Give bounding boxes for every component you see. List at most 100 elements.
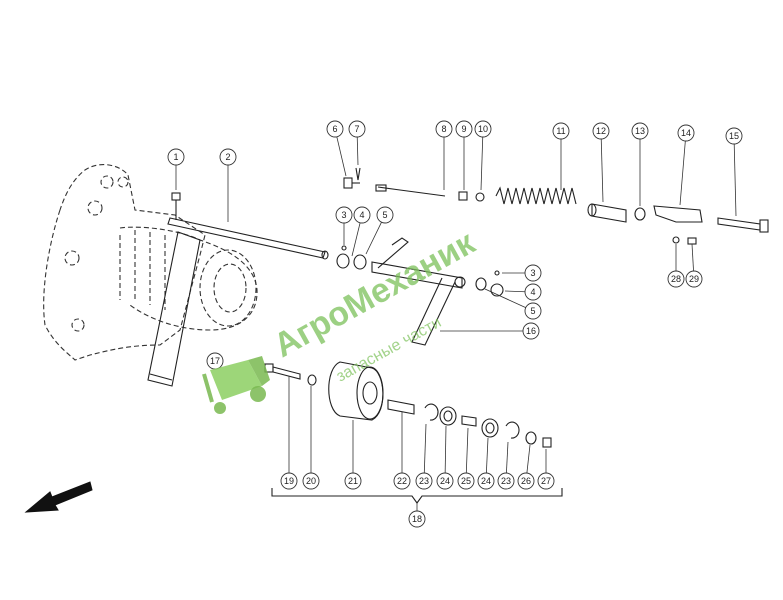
callout-circle	[167, 148, 185, 166]
bolt-1	[171, 192, 181, 220]
callout-number: 5	[382, 210, 387, 220]
callout-23: 23	[415, 423, 433, 490]
callout-circle	[477, 472, 495, 490]
leader-line	[485, 437, 489, 474]
callout-circle	[376, 206, 394, 224]
callout-number: 1	[173, 152, 178, 162]
callout-6: 6	[326, 120, 347, 177]
callout-circle	[524, 283, 542, 301]
callout-number: 11	[556, 126, 565, 136]
callout-circle	[524, 264, 542, 282]
callout-circle	[537, 472, 555, 490]
shaft-2	[167, 217, 329, 260]
callout-16: 16	[440, 322, 540, 340]
callout-circle	[408, 510, 426, 528]
leader-line	[504, 290, 526, 293]
leader-line	[351, 222, 361, 257]
callout-18: 18	[408, 503, 426, 528]
callout-circle	[522, 322, 540, 340]
callout-number: 29	[689, 274, 699, 284]
callout-5: 5	[365, 206, 394, 255]
callout-circle	[552, 122, 570, 140]
leader-line	[506, 441, 509, 474]
callout-number: 4	[530, 287, 535, 297]
callout-circle	[497, 472, 515, 490]
callout-number: 27	[541, 476, 551, 486]
leader-line	[679, 140, 686, 206]
leader-line	[465, 427, 469, 474]
callout-number: 14	[681, 128, 691, 138]
leader-line	[600, 138, 604, 203]
callout-circle	[631, 122, 649, 140]
callout-circle	[592, 122, 610, 140]
callout-circle	[348, 120, 366, 138]
callout-number: 18	[412, 514, 422, 524]
callout-number: 3	[341, 210, 346, 220]
callout-number: 9	[461, 124, 466, 134]
belt	[147, 231, 201, 387]
housing-outline	[43, 164, 258, 361]
callout-4: 4	[504, 283, 542, 301]
leader-line	[423, 423, 427, 474]
direction-arrow	[24, 481, 93, 513]
callout-10: 10	[474, 120, 492, 191]
group-18-bracket	[271, 488, 563, 504]
leader-line	[444, 425, 447, 474]
callout-circle	[455, 120, 473, 138]
callout-15: 15	[725, 127, 743, 217]
callout-circle	[667, 270, 685, 288]
callout-14: 14	[677, 124, 695, 206]
callout-number: 5	[530, 306, 535, 316]
callout-22: 22	[393, 412, 411, 490]
washers-upper	[336, 245, 367, 270]
leader-line	[336, 136, 347, 177]
leader-line	[691, 243, 694, 272]
callout-8: 8	[435, 120, 453, 190]
callout-24: 24	[477, 437, 495, 490]
callout-21: 21	[344, 420, 362, 490]
callout-circle	[436, 472, 454, 490]
callout-number: 19	[284, 476, 294, 486]
callout-26: 26	[517, 444, 535, 490]
callout-circle	[335, 206, 353, 224]
leader-line	[733, 143, 737, 217]
leader-line	[484, 288, 526, 309]
callout-number: 4	[359, 210, 364, 220]
washers-right	[475, 270, 504, 297]
callout-28: 28	[667, 244, 685, 288]
callout-circle	[219, 148, 237, 166]
callout-circle	[457, 472, 475, 490]
callout-24: 24	[436, 425, 454, 490]
callout-5: 5	[484, 288, 542, 320]
callout-20: 20	[302, 386, 320, 490]
callout-number: 23	[419, 476, 429, 486]
callout-circle	[474, 120, 492, 138]
callout-4: 4	[351, 206, 371, 257]
callout-number: 22	[397, 476, 407, 486]
callout-number: 2	[225, 152, 230, 162]
callout-27: 27	[537, 449, 555, 490]
callout-number: 20	[306, 476, 316, 486]
callout-number: 26	[521, 476, 531, 486]
callout-number: 8	[441, 124, 446, 134]
callout-circle	[517, 472, 535, 490]
callout-number: 16	[526, 326, 536, 336]
callout-number: 23	[501, 476, 511, 486]
callout-3: 3	[335, 206, 353, 245]
callout-19: 19	[280, 376, 298, 490]
callout-29: 29	[685, 243, 703, 288]
idler-arm-16	[371, 237, 466, 346]
leader-line	[526, 444, 531, 474]
callout-1: 1	[167, 148, 185, 190]
callout-number: 7	[354, 124, 359, 134]
callout-circle	[415, 472, 433, 490]
callout-circle	[326, 120, 344, 138]
callout-23: 23	[497, 441, 515, 490]
callout-12: 12	[592, 122, 610, 203]
callout-number: 24	[481, 476, 491, 486]
callout-circle	[280, 472, 298, 490]
callout-circle	[393, 472, 411, 490]
leader-line	[480, 136, 484, 191]
